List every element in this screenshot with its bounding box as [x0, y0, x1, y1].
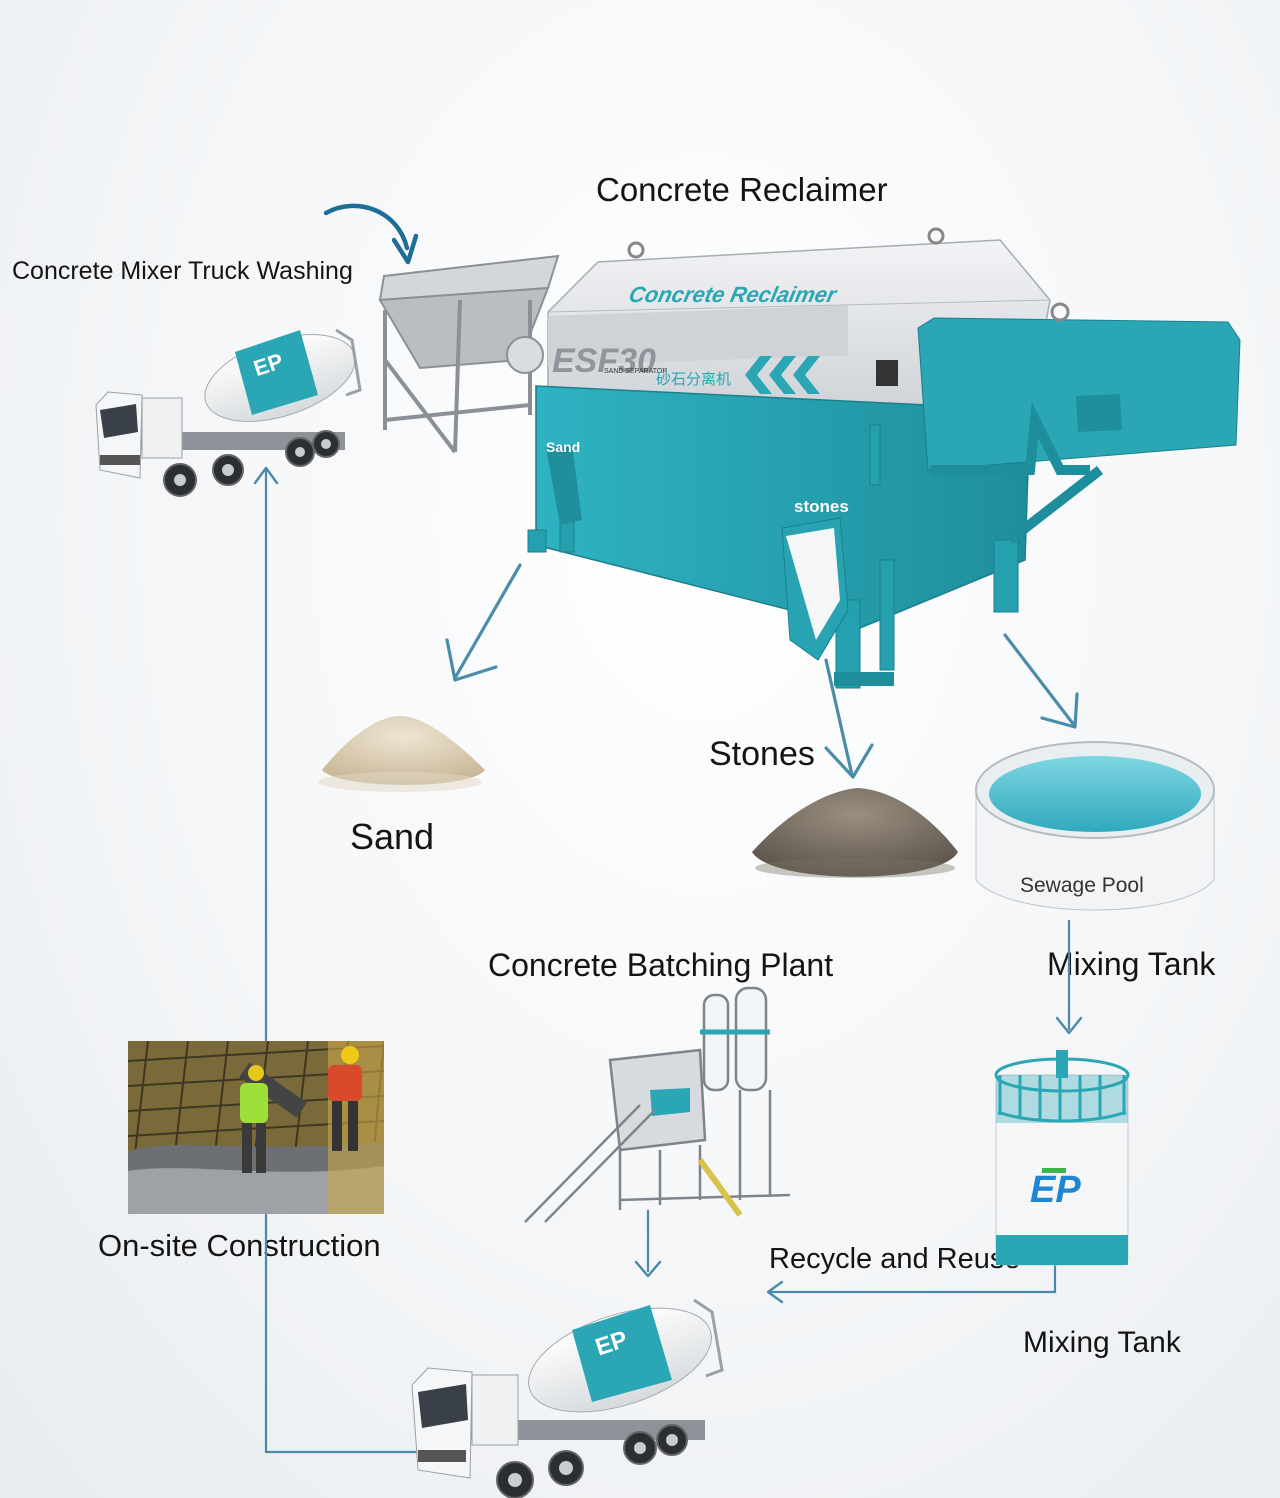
concrete-reclaimer-label: Concrete Reclaimer — [596, 171, 888, 208]
machine-model-sub: SAND SEPARATOR — [604, 368, 667, 375]
recycle-reuse-label: Recycle and Reuse — [769, 1243, 1021, 1275]
arrowhead-down-icon — [634, 1260, 662, 1278]
return-line — [264, 470, 418, 1454]
onsite-construction-photo — [128, 1041, 384, 1214]
tank-ep-logo: EP — [1030, 1169, 1081, 1211]
arrowhead-up-icon — [253, 466, 279, 485]
flow-arrowheads — [253, 466, 1083, 1304]
stones-arrowhead-icon — [824, 743, 874, 779]
arrowhead-left-icon — [766, 1280, 784, 1304]
chevron-icons — [745, 356, 820, 394]
worker-green — [240, 1065, 268, 1173]
flow-lines — [264, 470, 1071, 1454]
onsite-construction-label: On-site Construction — [98, 1228, 381, 1263]
sand-arrowhead-icon — [445, 638, 498, 682]
mixing-tank-label-bottom: Mixing Tank — [1023, 1326, 1181, 1359]
stones-pile — [752, 788, 958, 878]
mixer-truck-top: EP — [95, 328, 362, 497]
sand-pile — [318, 715, 485, 792]
machine-model: ESF30 — [552, 342, 656, 380]
sewage-pool: Sewage Pool — [975, 741, 1215, 911]
batching-plant-label: Concrete Batching Plant — [488, 947, 834, 983]
worker-red — [328, 1046, 362, 1151]
washing-curved-arrow-icon — [323, 203, 410, 251]
stones-arrow — [824, 658, 854, 777]
mixing-tank-label-top: Mixing Tank — [1047, 946, 1216, 982]
arrowhead-down-icon — [1055, 1016, 1083, 1035]
mixer-truck-bottom: EP — [411, 1298, 724, 1498]
concrete-reclaimer-machine: Concrete Reclaimer ESF30 SAND SEPARATOR … — [527, 227, 1241, 689]
batching-plant — [524, 986, 791, 1223]
water-arrowhead-icon — [1040, 692, 1079, 729]
mixing-tank: EP — [994, 1050, 1130, 1266]
sewage-pool-marking: Sewage Pool — [1020, 874, 1144, 897]
washing-arrowhead-icon — [391, 233, 419, 265]
sand-label: Sand — [350, 816, 435, 857]
sand-arrow — [453, 563, 522, 680]
water-arrow — [1003, 633, 1076, 727]
machine-brand-script: Concrete Reclaimer — [627, 282, 840, 307]
stones-label: Stones — [709, 735, 815, 773]
machine-cn-name: 砂石分离机 — [656, 370, 731, 388]
stones-outlet-marking: stones — [794, 497, 849, 516]
sand-outlet-marking: Sand — [546, 439, 580, 455]
mixer-truck-washing-label: Concrete Mixer Truck Washing — [12, 257, 353, 285]
output-arrows — [445, 563, 1079, 779]
feed-hopper — [378, 254, 560, 454]
